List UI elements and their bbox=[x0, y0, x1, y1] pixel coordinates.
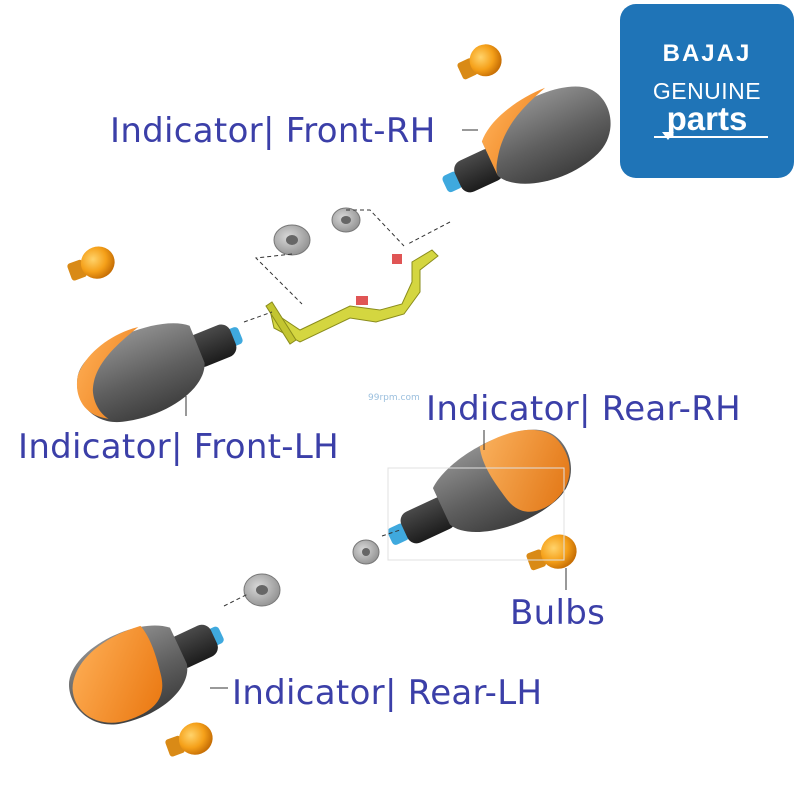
logo-underline bbox=[654, 136, 768, 138]
label-rear-lh: Indicator| Rear-LH bbox=[232, 673, 543, 713]
bulb-bottom-left bbox=[165, 722, 213, 757]
mounting-bracket bbox=[265, 249, 439, 345]
logo-parts-text: parts bbox=[666, 100, 748, 137]
bulb-right-middle bbox=[526, 534, 577, 571]
washer-3 bbox=[352, 539, 380, 565]
bajaj-genuine-parts-logo: BAJAJ GENUINE parts bbox=[620, 4, 794, 178]
washer-1 bbox=[273, 224, 311, 256]
bulb-top-right bbox=[457, 44, 502, 80]
indicator-rear-lh bbox=[69, 624, 224, 725]
leader-lines bbox=[185, 129, 567, 689]
label-front-rh: Indicator| Front-RH bbox=[110, 111, 436, 151]
washer-2 bbox=[331, 207, 361, 233]
indicator-front-lh bbox=[77, 323, 243, 423]
watermark: 99rpm.com bbox=[368, 393, 420, 403]
indicator-rear-rh bbox=[387, 429, 571, 545]
bulb-left bbox=[67, 246, 115, 281]
assembly-lines bbox=[223, 209, 451, 607]
indicator-front-rh bbox=[442, 86, 611, 193]
logo-arrow-icon bbox=[662, 132, 674, 140]
label-front-lh: Indicator| Front-LH bbox=[18, 427, 339, 467]
logo-brand-text: BAJAJ bbox=[662, 40, 752, 67]
label-rear-rh: Indicator| Rear-RH bbox=[426, 389, 742, 429]
label-bulbs: Bulbs bbox=[510, 593, 606, 633]
logo-genuine-text: GENUINE bbox=[652, 78, 762, 104]
rear-rh-outline bbox=[387, 467, 565, 561]
washer-4 bbox=[243, 573, 281, 607]
